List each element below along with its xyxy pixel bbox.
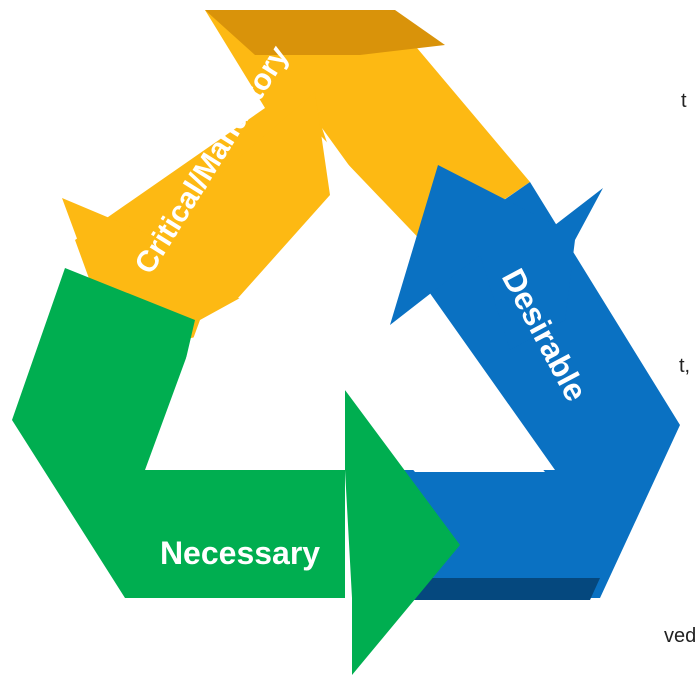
critical-mandatory-arrow-fold — [205, 10, 445, 55]
necessary-label: Necessary — [160, 535, 320, 571]
critical-mandatory-arrow-head — [62, 92, 330, 355]
necessary-arrow-head — [345, 390, 460, 675]
desirable-arrow-body — [380, 182, 680, 598]
desirable-arrow-head — [390, 165, 603, 350]
cropped-text-fragment: ved — [664, 625, 696, 647]
center-triangle — [145, 128, 545, 472]
cropped-text-fragment: t — [681, 90, 687, 112]
necessary-arrow-body — [12, 268, 345, 598]
desirable-arrow-fold — [395, 578, 600, 600]
cropped-text-fragment: t, — [679, 355, 691, 377]
